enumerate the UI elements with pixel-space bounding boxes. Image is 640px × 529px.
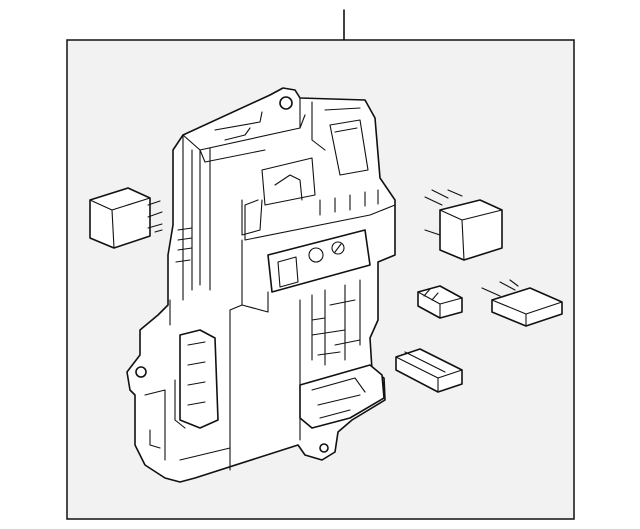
relay-left-edge — [89, 197, 151, 249]
housing-top-face — [182, 97, 361, 163]
housing-lower-frame — [229, 239, 361, 471]
maxi-fuse[interactable] — [481, 279, 563, 327]
left-connector-detail — [174, 341, 206, 429]
housing-inner-ribs — [311, 299, 361, 356]
left-connector-block — [179, 329, 219, 429]
connector-row — [241, 189, 379, 236]
relay-left-terminals — [147, 200, 163, 233]
mini-fuse-lower-detail — [395, 351, 463, 393]
lower-connector-detail — [311, 377, 366, 419]
housing-lower-steps — [144, 299, 231, 461]
mini-fuse-upper[interactable] — [417, 285, 463, 319]
maxi-fuse-body — [491, 287, 563, 327]
mounting-hole-bottom — [319, 443, 329, 453]
fuse-block-assembly[interactable] — [126, 87, 396, 483]
relay-left-body — [89, 187, 151, 249]
panel-terminal-2-slot — [334, 243, 342, 253]
relay-left[interactable] — [89, 187, 163, 249]
relay-right-edge — [439, 209, 503, 261]
mini-fuse-lower-body — [395, 348, 463, 393]
housing-window — [329, 119, 369, 176]
mounting-hole-top — [279, 96, 293, 110]
mini-fuse-upper-detail — [417, 288, 463, 319]
mounting-hole-side — [135, 366, 147, 378]
relay-right-terminals — [424, 189, 463, 236]
housing-side-edge — [182, 134, 211, 301]
maxi-fuse-detail — [481, 279, 563, 327]
housing-side-slits — [175, 227, 193, 263]
mini-fuse-lower[interactable] — [395, 348, 463, 393]
panel-terminal-1 — [308, 247, 324, 263]
relay-socket — [244, 157, 396, 241]
relay-right[interactable] — [424, 189, 503, 261]
mini-fuse-upper-body — [417, 285, 463, 319]
lower-connector — [299, 364, 385, 429]
front-fuse-panel-detail — [277, 256, 299, 288]
relay-right-body — [439, 199, 503, 261]
panel-terminal-2 — [331, 241, 345, 255]
